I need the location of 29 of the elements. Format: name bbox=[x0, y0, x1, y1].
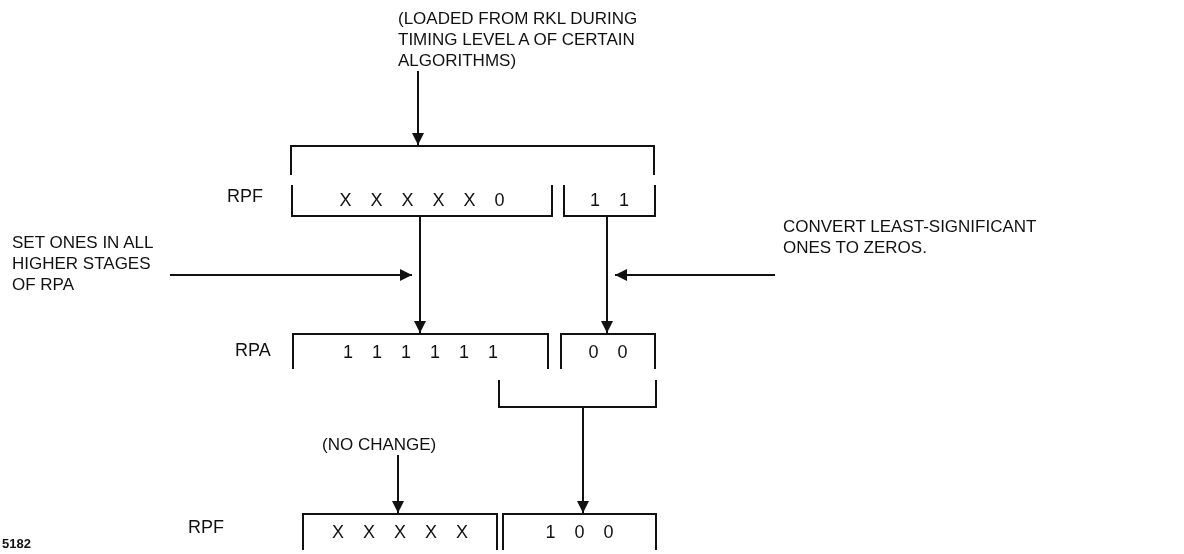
arrow bbox=[169, 269, 413, 281]
arrow bbox=[614, 269, 776, 281]
register-name: RPA bbox=[235, 340, 271, 361]
bit-values: 1 1 bbox=[590, 189, 629, 211]
arrow bbox=[392, 454, 404, 514]
register-field bbox=[502, 513, 657, 550]
arrow bbox=[412, 70, 424, 146]
register-name: RPF bbox=[227, 186, 263, 207]
register-field bbox=[291, 185, 553, 217]
annotation-text: (LOADED FROM RKL DURING TIMING LEVEL A OF CERTAIN ALGORITHMS) bbox=[398, 8, 653, 71]
bit-values: X X X X X 0 bbox=[339, 189, 505, 211]
register-name: RPF bbox=[188, 517, 224, 538]
arrow bbox=[414, 216, 426, 334]
annotation-text: CONVERT LEAST-SIGNIFICANT ONES TO ZEROS. bbox=[783, 216, 1083, 258]
arrow bbox=[601, 216, 613, 334]
register-field bbox=[302, 513, 498, 550]
bit-values: 0 0 bbox=[588, 341, 628, 363]
bit-values: 1 1 1 1 1 1 bbox=[342, 341, 499, 363]
annotation-text: SET ONES IN ALL HIGHER STAGES OF RPA bbox=[12, 232, 164, 295]
register-field bbox=[563, 185, 656, 217]
arrow bbox=[577, 407, 589, 514]
bit-values: 1 0 0 bbox=[545, 522, 614, 543]
figure-number: 5182 bbox=[2, 536, 31, 551]
bit-values: X X X X X bbox=[331, 522, 468, 543]
annotation-text: (NO CHANGE) bbox=[322, 434, 492, 455]
bracket bbox=[290, 145, 655, 175]
register-field bbox=[292, 333, 549, 369]
bracket bbox=[498, 380, 657, 408]
register-field bbox=[560, 333, 656, 369]
